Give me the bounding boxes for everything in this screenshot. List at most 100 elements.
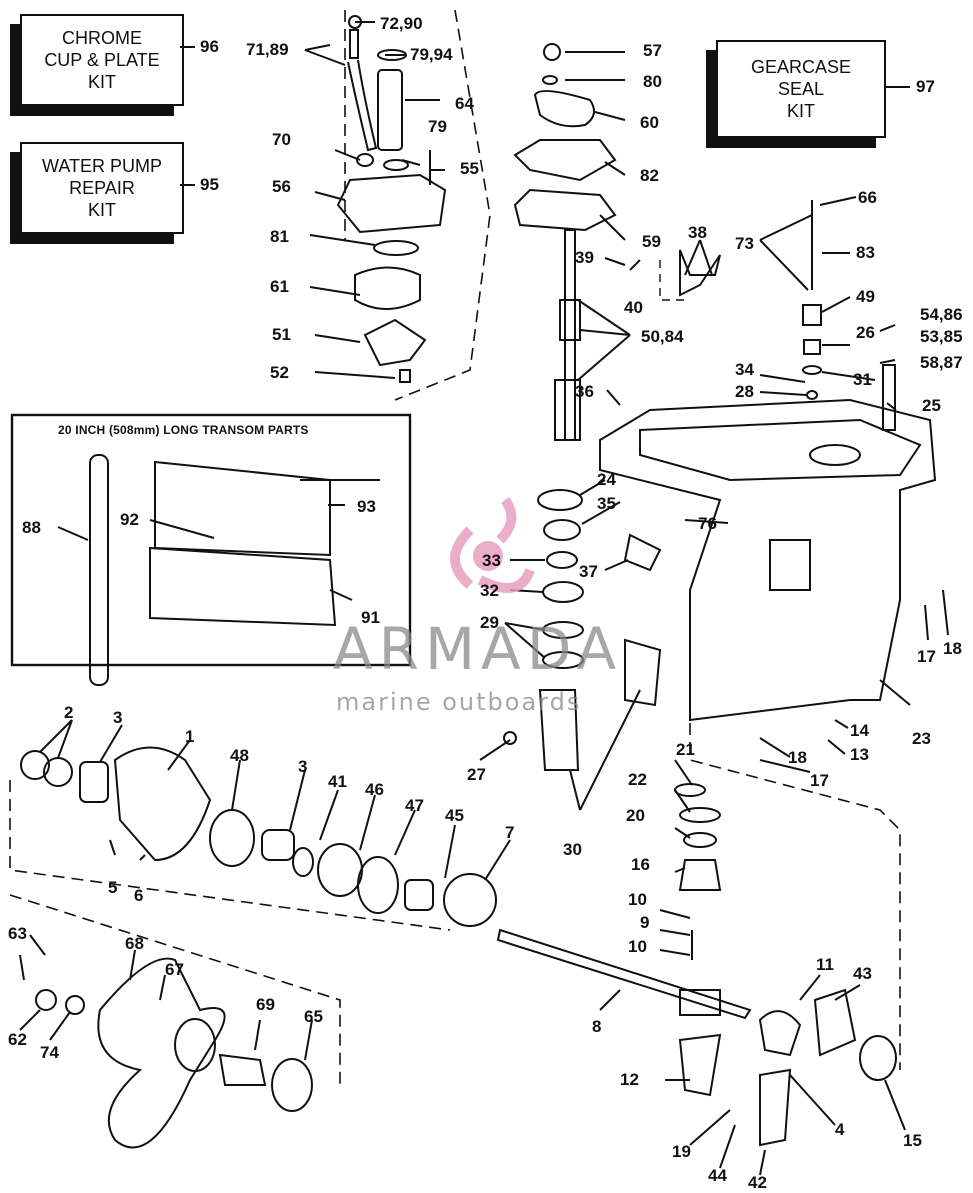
callout-92: 92 bbox=[120, 510, 139, 529]
callout-13: 13 bbox=[850, 745, 869, 764]
callout-65: 65 bbox=[304, 1007, 323, 1026]
callout-39: 39 bbox=[575, 248, 594, 267]
callout-10-upper: 10 bbox=[628, 890, 647, 909]
callout-50-84: 50,84 bbox=[641, 327, 684, 346]
callout-11: 11 bbox=[816, 955, 834, 974]
callout-34: 34 bbox=[735, 360, 754, 379]
callout-3-left: 3 bbox=[113, 708, 123, 727]
callout-9: 9 bbox=[640, 913, 650, 932]
callout-20: 20 bbox=[626, 806, 645, 825]
callout-6: 6 bbox=[134, 886, 144, 905]
callout-35: 35 bbox=[597, 494, 616, 513]
callout-64: 64 bbox=[455, 94, 474, 113]
callout-18-upper: 18 bbox=[943, 639, 962, 658]
kit-number-97: 97 bbox=[916, 77, 935, 96]
callout-14: 14 bbox=[850, 721, 869, 740]
inset-title: 20 INCH (508mm) LONG TRANSOM PARTS bbox=[58, 423, 309, 437]
callout-10-lower: 10 bbox=[628, 937, 647, 956]
callout-73: 73 bbox=[735, 234, 754, 253]
callout-88: 88 bbox=[22, 518, 41, 537]
callout-17-lower: 17 bbox=[810, 771, 829, 790]
callout-69: 69 bbox=[256, 995, 275, 1014]
callout-15: 15 bbox=[903, 1131, 922, 1150]
water-pump-repair-kit-box: WATER PUMP REPAIR KIT bbox=[20, 142, 184, 234]
callout-58-87: 58,87 bbox=[920, 353, 963, 372]
callout-68: 68 bbox=[125, 934, 144, 953]
callout-25: 25 bbox=[922, 396, 941, 415]
callout-93: 93 bbox=[357, 497, 376, 516]
callout-60: 60 bbox=[640, 113, 659, 132]
callout-67: 67 bbox=[165, 960, 184, 979]
callout-48: 48 bbox=[230, 746, 249, 765]
callout-81: 81 bbox=[270, 227, 289, 246]
callout-42: 42 bbox=[748, 1173, 767, 1192]
callout-56: 56 bbox=[272, 177, 291, 196]
callout-43: 43 bbox=[853, 964, 872, 983]
callout-8: 8 bbox=[592, 1017, 602, 1036]
callout-45: 45 bbox=[445, 806, 464, 825]
callout-40: 40 bbox=[624, 298, 643, 317]
chrome-cup-plate-kit-box: CHROME CUP & PLATE KIT bbox=[20, 14, 184, 106]
callout-44: 44 bbox=[708, 1166, 727, 1185]
callout-21: 21 bbox=[676, 740, 695, 759]
callout-79-94: 79,94 bbox=[410, 45, 453, 64]
callout-61: 61 bbox=[270, 277, 289, 296]
callout-29: 29 bbox=[480, 613, 499, 632]
callout-5: 5 bbox=[108, 878, 118, 897]
callout-74: 74 bbox=[40, 1043, 59, 1062]
callout-91: 91 bbox=[361, 608, 380, 627]
callout-59: 59 bbox=[642, 232, 661, 251]
callout-82: 82 bbox=[640, 166, 659, 185]
callout-32: 32 bbox=[480, 581, 499, 600]
callout-52: 52 bbox=[270, 363, 289, 382]
callout-66: 66 bbox=[858, 188, 877, 207]
callout-4: 4 bbox=[835, 1120, 845, 1139]
callout-27: 27 bbox=[467, 765, 486, 784]
callout-3-right: 3 bbox=[298, 757, 308, 776]
kit-number-96: 96 bbox=[200, 37, 219, 56]
callout-79: 79 bbox=[428, 117, 447, 136]
callout-12: 12 bbox=[620, 1070, 639, 1089]
callout-22: 22 bbox=[628, 770, 647, 789]
kit-number-95: 95 bbox=[200, 175, 219, 194]
callout-70: 70 bbox=[272, 130, 291, 149]
callout-62: 62 bbox=[8, 1030, 27, 1049]
gearcase-seal-kit-box: GEARCASE SEAL KIT bbox=[716, 40, 886, 138]
callout-33: 33 bbox=[482, 551, 501, 570]
callout-23: 23 bbox=[912, 729, 931, 748]
callout-18-lower: 18 bbox=[788, 748, 807, 767]
callout-16: 16 bbox=[631, 855, 650, 874]
callout-17-upper: 17 bbox=[917, 647, 936, 666]
callout-7: 7 bbox=[505, 823, 515, 842]
callout-19: 19 bbox=[672, 1142, 691, 1161]
callout-30: 30 bbox=[563, 840, 582, 859]
watermark-brand: ARMADA bbox=[333, 615, 623, 683]
callout-54-86: 54,86 bbox=[920, 305, 963, 324]
callout-53-85: 53,85 bbox=[920, 327, 963, 346]
callout-1: 1 bbox=[185, 727, 195, 746]
callout-72-90: 72,90 bbox=[380, 14, 423, 33]
callout-63: 63 bbox=[8, 924, 27, 943]
callout-71-89: 71,89 bbox=[246, 40, 289, 59]
callout-24: 24 bbox=[597, 470, 616, 489]
callout-83: 83 bbox=[856, 243, 875, 262]
callout-55: 55 bbox=[460, 159, 479, 178]
callout-31: 31 bbox=[853, 370, 872, 389]
callout-41: 41 bbox=[328, 772, 347, 791]
callout-36: 36 bbox=[575, 382, 594, 401]
callout-28: 28 bbox=[735, 382, 754, 401]
callout-80: 80 bbox=[643, 72, 662, 91]
callout-51: 51 bbox=[272, 325, 291, 344]
callout-57: 57 bbox=[643, 41, 662, 60]
callout-26: 26 bbox=[856, 323, 875, 342]
callout-37: 37 bbox=[579, 562, 598, 581]
callout-47: 47 bbox=[405, 796, 424, 815]
callout-2: 2 bbox=[64, 703, 74, 722]
callout-76: 76 bbox=[698, 514, 717, 533]
callout-49: 49 bbox=[856, 287, 875, 306]
callout-46: 46 bbox=[365, 780, 384, 799]
callout-38: 38 bbox=[688, 223, 707, 242]
watermark-tagline: marine outboards bbox=[336, 688, 582, 716]
